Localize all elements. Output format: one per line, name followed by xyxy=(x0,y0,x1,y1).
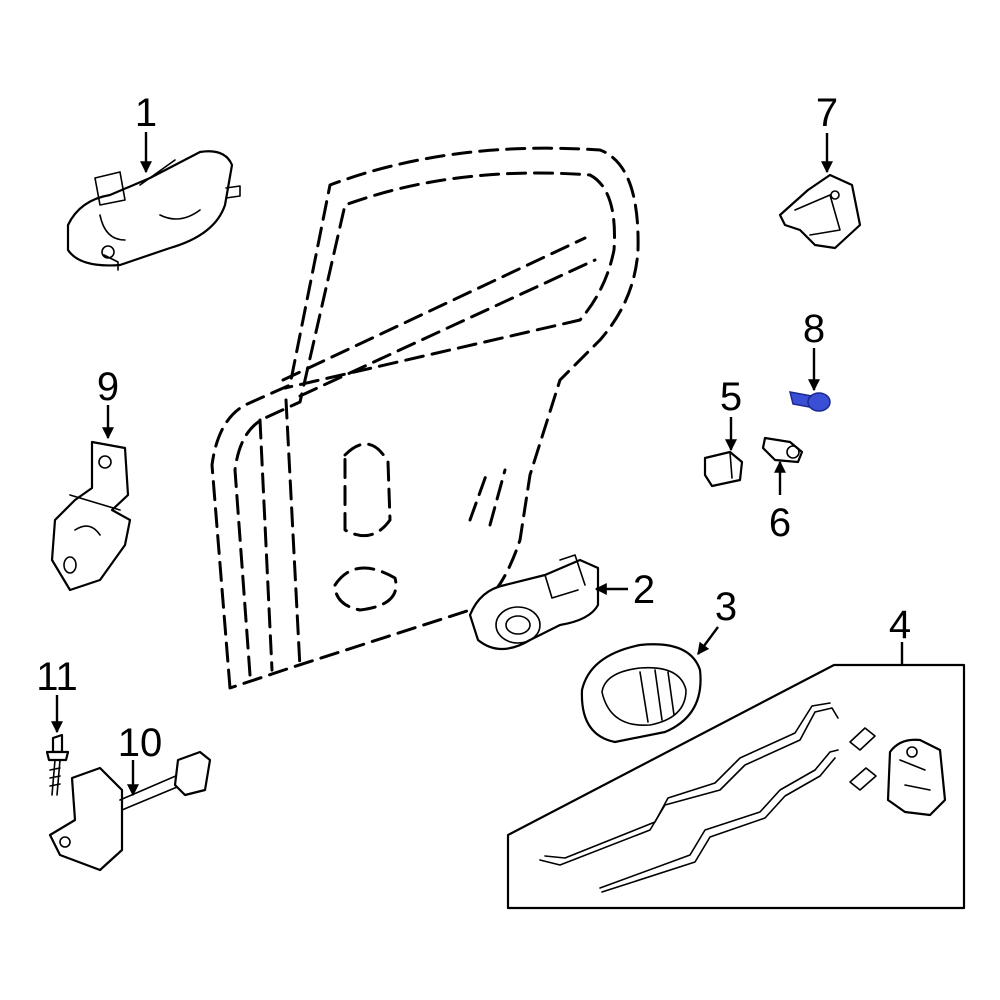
part-8-screw-highlighted[interactable] xyxy=(788,391,831,412)
part-4-rod-and-latch-kit[interactable] xyxy=(506,663,966,910)
callout-11: 11 xyxy=(36,655,78,699)
callout-labels: 1 2 3 4 5 6 7 8 9 10 11 xyxy=(36,91,911,765)
part-3-inside-handle[interactable] xyxy=(580,643,702,744)
callout-leaders xyxy=(51,132,904,797)
callout-1: 1 xyxy=(135,91,157,135)
part-1-outside-handle[interactable] xyxy=(66,150,241,271)
callout-5: 5 xyxy=(720,375,742,419)
part-9-hinge[interactable] xyxy=(50,440,132,592)
callout-4: 4 xyxy=(889,603,911,647)
callout-9: 9 xyxy=(97,365,119,409)
callout-2: 2 xyxy=(633,568,655,612)
callout-7: 7 xyxy=(816,91,838,135)
callout-3: 3 xyxy=(715,585,737,629)
part-5-grommet[interactable] xyxy=(703,450,744,488)
callout-8: 8 xyxy=(803,307,825,351)
part-11-bolt[interactable] xyxy=(45,733,70,796)
part-7-striker[interactable] xyxy=(778,173,862,250)
part-2-handle-bracket[interactable] xyxy=(468,554,600,651)
part-6-clip[interactable] xyxy=(761,436,804,464)
callout-10: 10 xyxy=(118,721,163,765)
callout-6: 6 xyxy=(769,501,791,545)
part-10-door-check[interactable] xyxy=(48,750,212,872)
door-shell-outline xyxy=(210,146,640,690)
